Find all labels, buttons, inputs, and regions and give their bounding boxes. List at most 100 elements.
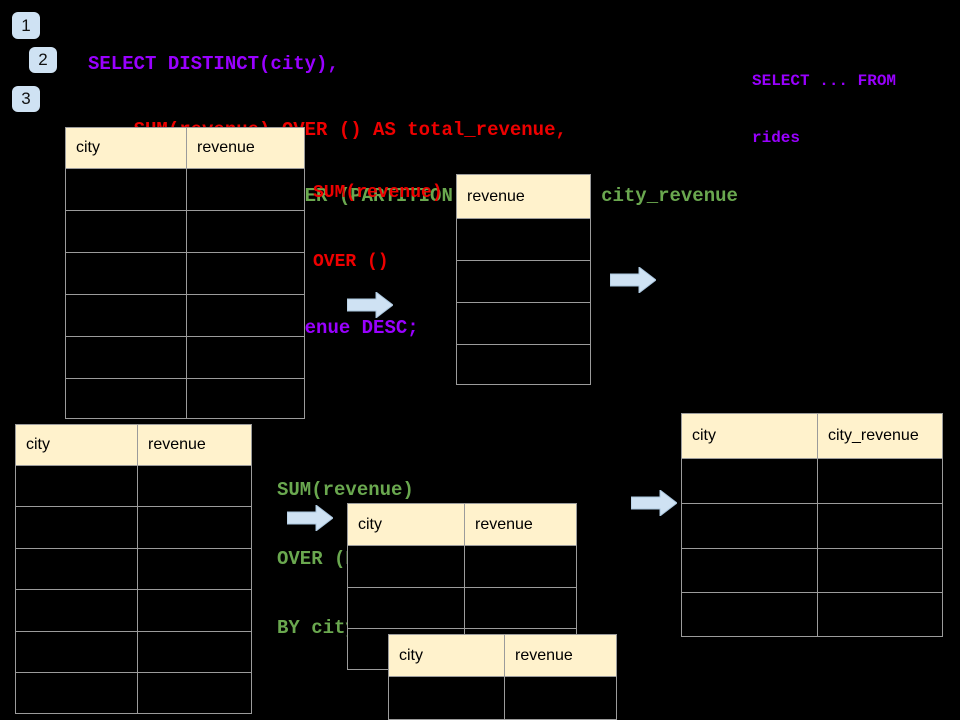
- sql-line-select: SELECT DISTINCT(city),: [88, 53, 339, 75]
- table-row: [348, 545, 576, 587]
- table-source-top-header: city revenue: [66, 128, 304, 168]
- arrow-right-icon: [347, 292, 393, 318]
- arrow-right-icon: [631, 490, 677, 516]
- table-cell: [682, 549, 817, 592]
- table-cell: [16, 632, 137, 672]
- side-note-line-1: SELECT ... FROM: [752, 72, 897, 90]
- table-row: [16, 589, 251, 631]
- header-cell-city: city: [358, 515, 382, 533]
- table-cell: [389, 677, 504, 719]
- table-row: [348, 587, 576, 628]
- table-row: [66, 210, 304, 252]
- table-row: [16, 548, 251, 589]
- table-cell: [464, 588, 576, 628]
- table-result-right: city city_revenue: [681, 413, 943, 637]
- table-partition-mid-header: city revenue: [348, 504, 576, 545]
- table-cell: [457, 303, 590, 344]
- table-row: [66, 336, 304, 378]
- step-badge-2: 2: [29, 47, 57, 73]
- table-row: [682, 592, 942, 636]
- header-cell-revenue: revenue: [186, 128, 304, 168]
- table-cell: [66, 295, 186, 336]
- side-note-line-2: rides: [752, 129, 801, 147]
- table-cell: [16, 466, 137, 506]
- table-cell: [137, 466, 251, 506]
- table-cell: [137, 673, 251, 713]
- table-cell: [186, 295, 304, 336]
- table-cell: [682, 459, 817, 503]
- table-cell: [137, 590, 251, 631]
- table-cell: [137, 632, 251, 672]
- table-source-top: city revenue: [65, 127, 305, 419]
- table-cell: [682, 593, 817, 636]
- table-cell: [66, 379, 186, 418]
- header-cell-revenue: revenue: [464, 504, 576, 545]
- table-row: [457, 344, 590, 384]
- label-partition-sum-line-1: SUM(revenue): [277, 479, 414, 501]
- table-row: [16, 506, 251, 548]
- header-cell-city: city: [26, 436, 50, 453]
- header-cell-revenue: revenue: [504, 635, 616, 676]
- table-cell: [186, 253, 304, 294]
- table-row: [457, 260, 590, 302]
- table-cell: [66, 337, 186, 378]
- header-cell-city: city: [692, 427, 716, 444]
- table-cell: [186, 169, 304, 210]
- table-partition-overlay: city revenue: [388, 634, 617, 720]
- table-row: [682, 503, 942, 548]
- table-cell: [66, 211, 186, 252]
- header-cell-city: city: [76, 139, 100, 156]
- label-total-sum: SUM(revenue) OVER (): [313, 136, 443, 297]
- side-note-select-from-rides: SELECT ... FROM rides: [752, 34, 896, 167]
- table-cell: [504, 677, 616, 719]
- header-cell-revenue: revenue: [467, 187, 525, 205]
- table-cell: [16, 590, 137, 631]
- table-row: [457, 218, 590, 260]
- table-cell: [817, 549, 942, 592]
- label-total-sum-line-1: SUM(revenue): [313, 183, 443, 203]
- header-cell-revenue: revenue: [137, 425, 251, 465]
- table-row: [389, 676, 616, 719]
- table-cell: [682, 504, 817, 548]
- table-row: [66, 378, 304, 418]
- table-cell: [186, 379, 304, 418]
- arrow-right-icon: [610, 267, 656, 293]
- header-cell-city-revenue: city_revenue: [817, 414, 942, 458]
- table-row: [66, 252, 304, 294]
- table-revenue-only-header: revenue: [457, 175, 590, 218]
- table-row: [682, 458, 942, 503]
- table-cell: [66, 169, 186, 210]
- table-row: [16, 631, 251, 672]
- table-cell: [817, 593, 942, 636]
- header-cell-city: city: [399, 646, 423, 664]
- table-cell: [186, 337, 304, 378]
- table-result-right-header: city city_revenue: [682, 414, 942, 458]
- table-row: [16, 465, 251, 506]
- table-cell: [16, 507, 137, 548]
- table-source-bottom-header: city revenue: [16, 425, 251, 465]
- table-cell: [457, 219, 590, 260]
- table-row: [66, 294, 304, 336]
- table-cell: [16, 673, 137, 713]
- label-total-sum-line-2: OVER (): [313, 252, 389, 272]
- table-row: [66, 168, 304, 210]
- table-cell: [186, 211, 304, 252]
- table-source-bottom: city revenue: [15, 424, 252, 714]
- table-cell: [457, 345, 590, 384]
- table-cell: [137, 507, 251, 548]
- table-cell: [457, 261, 590, 302]
- table-cell: [16, 549, 137, 589]
- table-cell: [348, 588, 464, 628]
- table-row: [682, 548, 942, 592]
- table-partition-overlay-header: city revenue: [389, 635, 616, 676]
- table-revenue-only: revenue: [456, 174, 591, 385]
- step-badge-3: 3: [12, 86, 40, 112]
- table-cell: [348, 546, 464, 587]
- table-cell: [464, 546, 576, 587]
- table-cell: [817, 504, 942, 548]
- table-row: [457, 302, 590, 344]
- table-row: [16, 672, 251, 713]
- table-cell: [66, 253, 186, 294]
- arrow-right-icon: [287, 505, 333, 531]
- step-badge-1: 1: [12, 12, 40, 39]
